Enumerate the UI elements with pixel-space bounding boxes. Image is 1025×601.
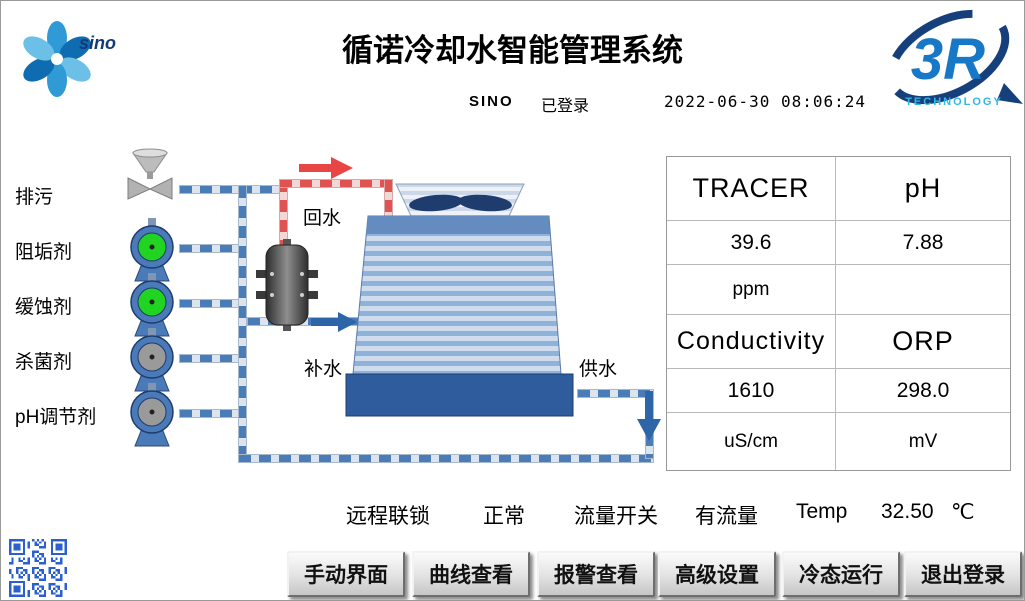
metric-orp-name: ORP bbox=[836, 315, 1010, 369]
interlock-value: 正常 bbox=[483, 505, 525, 528]
page-title: 循诺冷却水智能管理系统 bbox=[342, 33, 683, 68]
makeup-flow-arrow-icon bbox=[311, 312, 357, 332]
metric-conductivity-unit: uS/cm bbox=[667, 413, 836, 470]
manual-screen-button[interactable]: 手动界面 bbox=[287, 551, 405, 597]
tower-body bbox=[352, 215, 562, 375]
pipe-segment-supply bbox=[577, 389, 654, 398]
label-return-water: 回水 bbox=[303, 208, 342, 229]
3r-logo-text: 3R bbox=[911, 27, 985, 92]
logout-button[interactable]: 退出登录 bbox=[904, 551, 1022, 597]
pump-biocide bbox=[130, 328, 174, 392]
flow-switch-label: 流量开关 bbox=[574, 505, 658, 528]
metric-ph-value: 7.88 bbox=[836, 221, 1010, 265]
sino-logo-text: sino bbox=[79, 33, 116, 53]
cold-run-button[interactable]: 冷态运行 bbox=[782, 551, 900, 597]
qr-code bbox=[9, 539, 67, 597]
curve-view-button[interactable]: 曲线查看 bbox=[412, 551, 530, 597]
alarm-view-button[interactable]: 报警查看 bbox=[537, 551, 655, 597]
login-status: 已登录 bbox=[541, 98, 590, 115]
metric-ph-name: pH bbox=[836, 157, 1010, 221]
pipe-segment bbox=[179, 409, 239, 418]
supply-flow-arrow-icon bbox=[637, 391, 661, 441]
return-flow-arrow-icon bbox=[299, 157, 353, 179]
temp-label: Temp bbox=[796, 500, 848, 523]
metric-conductivity-value: 1610 bbox=[667, 369, 836, 413]
3r-technology-logo: 3R TECHNOLOGY bbox=[886, 9, 1023, 108]
filter-vessel bbox=[256, 239, 318, 331]
label-scale-inhibitor: 阻垢剂 bbox=[15, 242, 73, 263]
pipe-segment bbox=[179, 185, 283, 194]
pipe-segment bbox=[179, 354, 239, 363]
metric-conductivity-name: Conductivity bbox=[667, 315, 836, 369]
cooling-tower bbox=[345, 183, 574, 417]
fan-blade-icon bbox=[409, 194, 463, 212]
metric-tracer-unit: ppm bbox=[667, 265, 836, 315]
metric-tracer-name: TRACER bbox=[667, 157, 836, 221]
label-makeup-water: 补水 bbox=[304, 359, 343, 380]
temp-unit: ℃ bbox=[951, 501, 975, 524]
fan-blade-icon bbox=[458, 194, 512, 212]
datetime: 2022-06-30 08:06:24 bbox=[664, 92, 867, 111]
pipe-segment bbox=[179, 299, 239, 308]
metrics-panel: TRACER pH 39.6 7.88 ppm Conductivity ORP… bbox=[666, 156, 1011, 471]
pipe-segment-bottom bbox=[238, 454, 654, 463]
3r-logo-subtext: TECHNOLOGY bbox=[905, 96, 1003, 108]
tower-basin bbox=[345, 373, 574, 417]
sino-logo: sino bbox=[23, 21, 116, 97]
label-supply-water: 供水 bbox=[579, 359, 618, 380]
temp-value: 32.50 bbox=[881, 500, 934, 523]
pump-ph-adjuster bbox=[130, 383, 174, 447]
pipe-segment-main bbox=[238, 185, 247, 463]
metric-orp-unit: mV bbox=[908, 430, 938, 452]
advanced-settings-button[interactable]: 高级设置 bbox=[658, 551, 776, 597]
metric-ph-unit bbox=[836, 265, 1010, 315]
metric-tracer-value: 39.6 bbox=[667, 221, 836, 265]
metric-orp-value: 298.0 bbox=[836, 369, 1010, 413]
interlock-label: 远程联锁 bbox=[346, 505, 430, 528]
label-blowdown: 排污 bbox=[15, 187, 54, 208]
label-corrosion-inhibitor: 缓蚀剂 bbox=[15, 297, 73, 318]
label-biocide: 杀菌剂 bbox=[15, 352, 73, 373]
user-name: SINO bbox=[469, 93, 514, 110]
pipe-segment bbox=[179, 244, 239, 253]
blowdown-valve-icon bbox=[127, 148, 173, 200]
tower-top-band bbox=[366, 216, 550, 234]
flow-switch-value: 有流量 bbox=[695, 505, 758, 528]
label-ph-adjuster: pH调节剂 bbox=[15, 407, 97, 428]
